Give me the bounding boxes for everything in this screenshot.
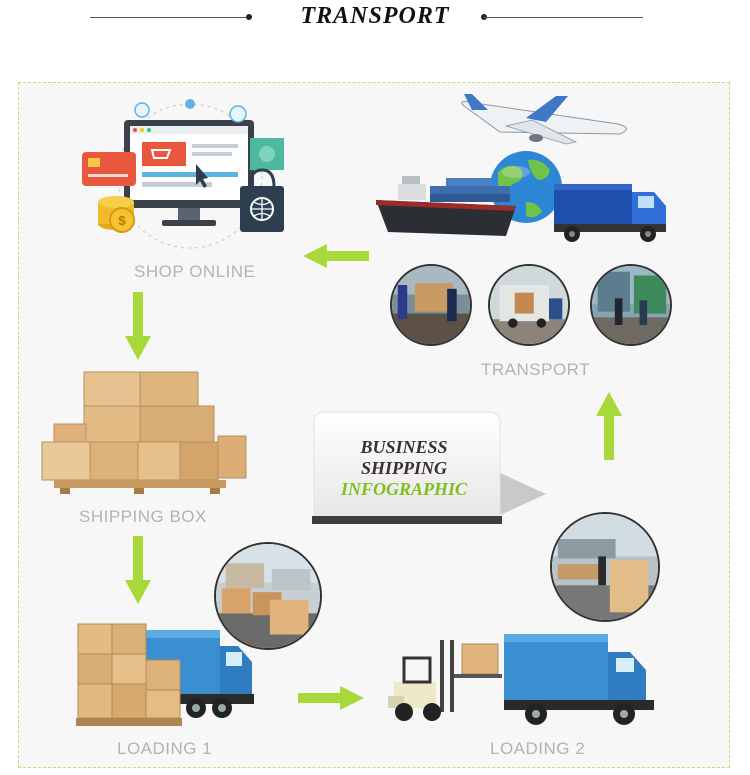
svg-text:$: $ bbox=[118, 213, 126, 228]
port-workers-photo bbox=[590, 264, 672, 346]
warehouse-pallet-photo bbox=[214, 542, 322, 650]
center-card-line-infographic: INFOGRAPHIC bbox=[340, 479, 468, 499]
header-divider-left bbox=[90, 17, 248, 18]
header: TRANSPORT bbox=[0, 0, 750, 40]
arrow-up-to-transport bbox=[596, 392, 622, 460]
step-label-shop-online: SHOP ONLINE bbox=[134, 262, 256, 281]
warehouse-forklift-photo bbox=[550, 512, 660, 622]
header-dot-left bbox=[246, 14, 252, 20]
center-card-shape bbox=[312, 411, 546, 524]
arrow-down-to-loading-1 bbox=[125, 536, 151, 604]
arrow-left-to-shop-online bbox=[303, 244, 369, 268]
arrow-down-to-shipping-box bbox=[125, 292, 151, 360]
loading-2-forklift-truck-illustration bbox=[388, 634, 654, 725]
center-card-line-shipping: SHIPPING bbox=[360, 458, 447, 478]
step-label-shipping-box: SHIPPING BOX bbox=[79, 507, 207, 526]
center-card-text: BUSINESS SHIPPING INFOGRAPHIC bbox=[316, 437, 492, 500]
shop-online-illustration: $ bbox=[82, 99, 284, 249]
shipping-box-illustration bbox=[41, 371, 247, 494]
step-label-loading-2: LOADING 2 bbox=[490, 739, 586, 758]
loading-1-truck-illustration bbox=[76, 623, 254, 726]
page-title: TRANSPORT bbox=[300, 3, 450, 29]
warehouse-loading-photo bbox=[390, 264, 472, 346]
transport-hub-illustration bbox=[376, 94, 666, 242]
header-divider-right bbox=[483, 17, 643, 18]
arrow-right-to-loading-2 bbox=[298, 686, 364, 710]
step-label-transport: TRANSPORT bbox=[481, 360, 591, 379]
container-truck-photo bbox=[488, 264, 570, 346]
center-card-line-business: BUSINESS bbox=[360, 437, 448, 457]
step-label-loading-1: LOADING 1 bbox=[117, 739, 213, 758]
